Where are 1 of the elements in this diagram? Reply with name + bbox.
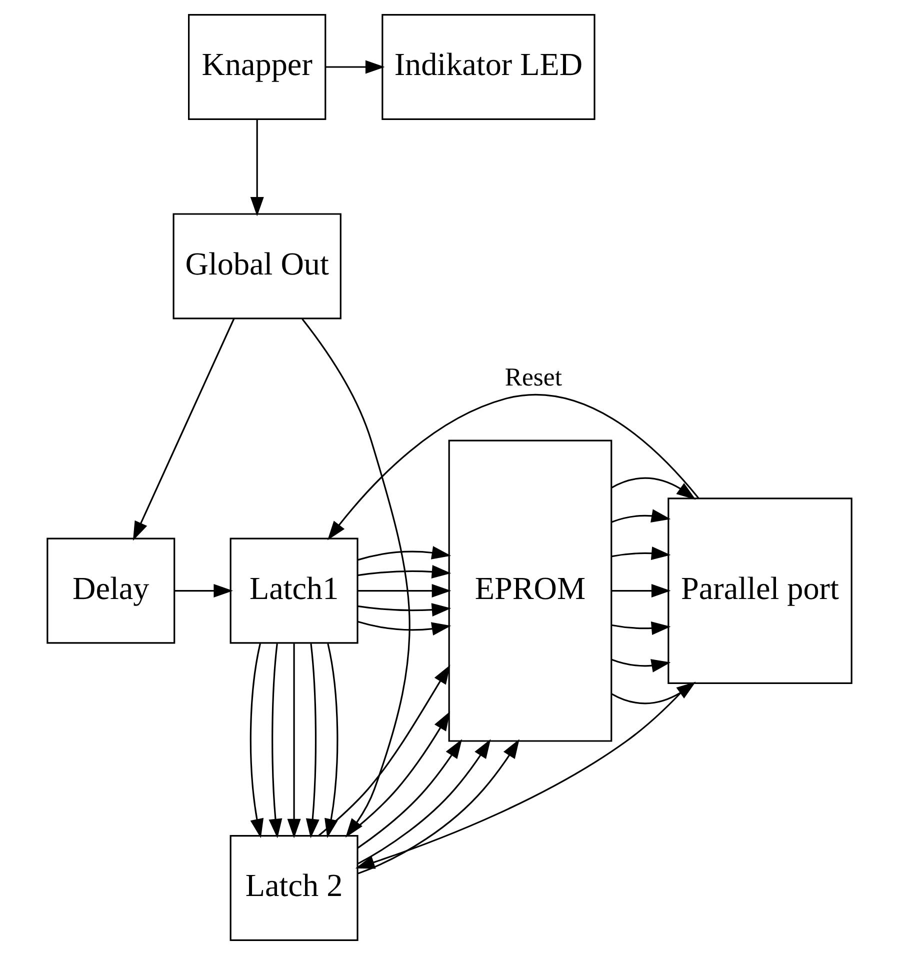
edge-label: Reset	[504, 362, 562, 392]
